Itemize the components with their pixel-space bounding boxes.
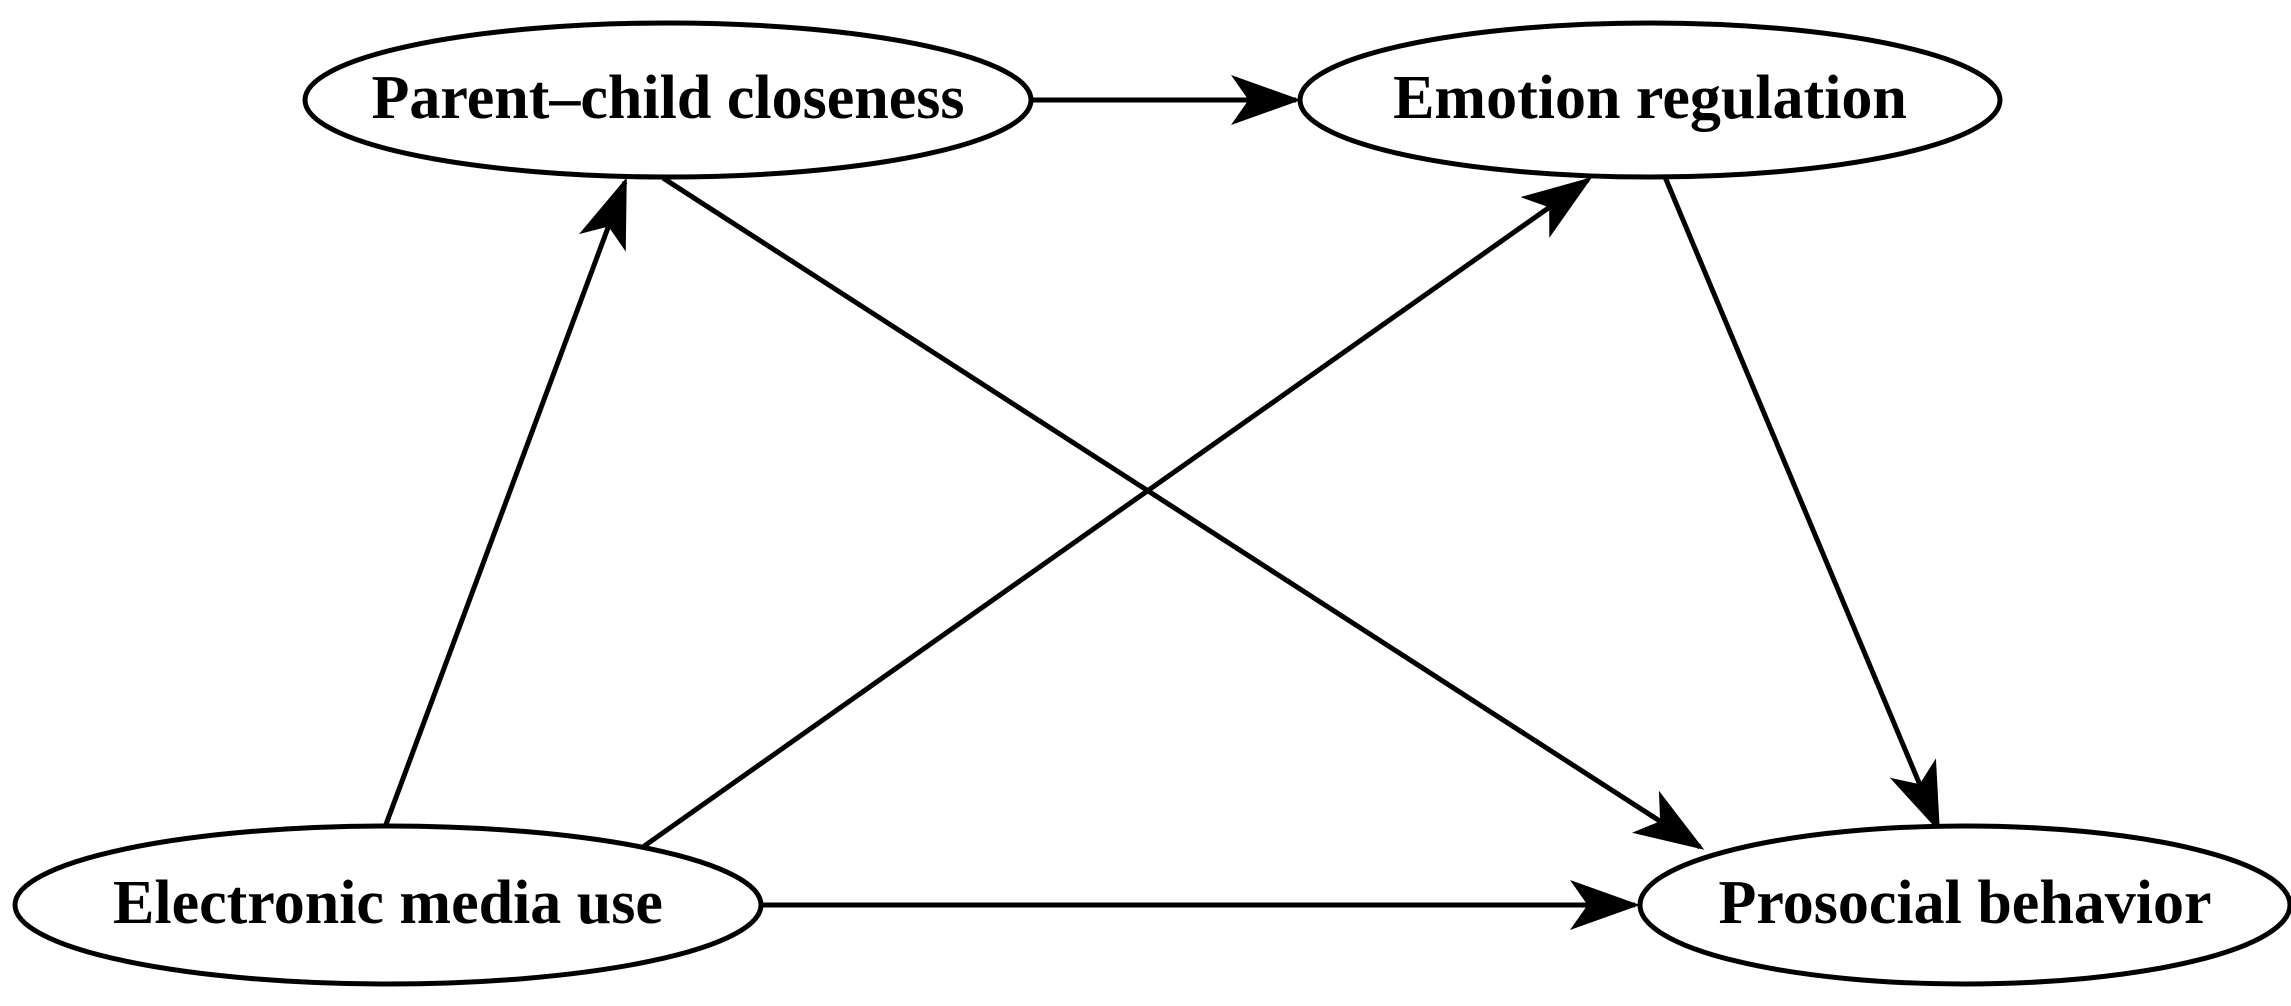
node-label-emotion-regulation: Emotion regulation: [1393, 64, 1907, 132]
node-emotion-regulation[interactable]: Emotion regulation: [1297, 20, 2003, 180]
node-prosocial-behavior[interactable]: Prosocial behavior: [1637, 823, 2291, 987]
edge-emotion-to-prosocial[interactable]: [1662, 176, 1941, 833]
edges-group: [382, 75, 1941, 930]
edge-closeness-to-prosocial[interactable]: [661, 175, 1705, 850]
node-electronic-media-use[interactable]: Electronic media use: [12, 823, 764, 987]
node-parent-child-closeness[interactable]: Parent–child closeness: [302, 20, 1034, 180]
node-label-electronic-media-use: Electronic media use: [113, 869, 663, 937]
node-ellipse-prosocial-behavior[interactable]: [1637, 823, 2291, 987]
node-ellipse-electronic-media-use[interactable]: [12, 823, 764, 987]
node-ellipse-parent-child-closeness[interactable]: [302, 20, 1034, 180]
edge-media-to-closeness[interactable]: [382, 177, 628, 828]
node-ellipse-emotion-regulation[interactable]: [1297, 20, 2003, 180]
node-label-parent-child-closeness: Parent–child closeness: [372, 64, 965, 132]
node-label-prosocial-behavior: Prosocial behavior: [1718, 869, 2211, 937]
edge-media-to-emotion[interactable]: [638, 177, 1593, 852]
